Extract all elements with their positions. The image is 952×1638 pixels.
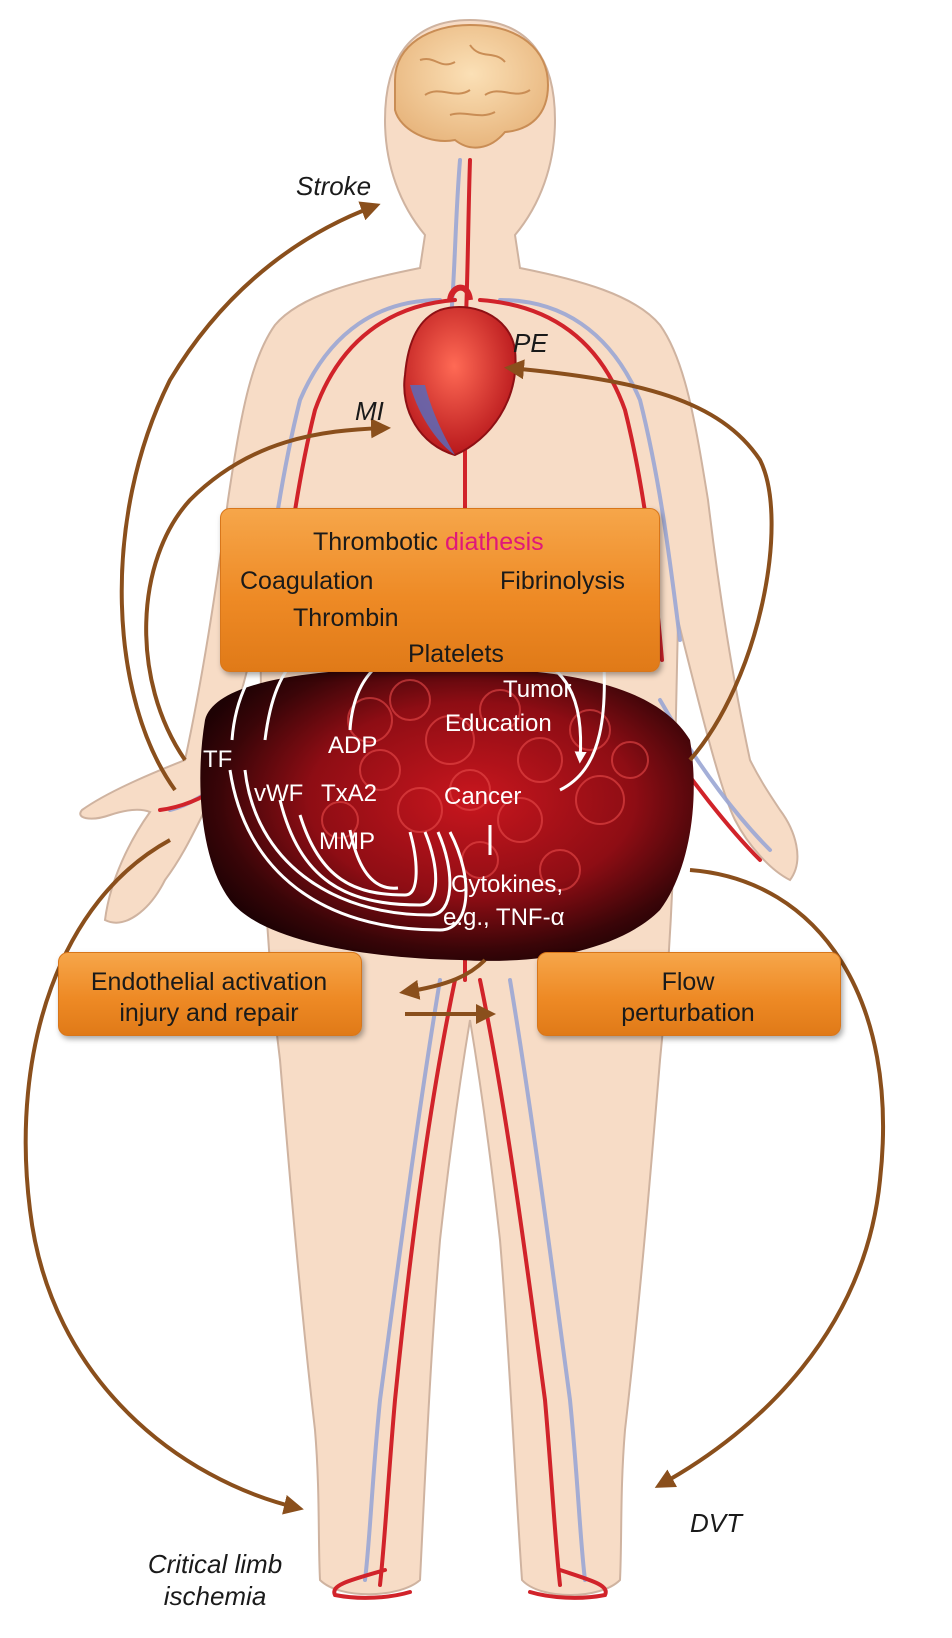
label-txa2: TxA2 — [321, 780, 378, 807]
outcome-dvt: DVT — [690, 1508, 742, 1538]
endothelial-text: Endothelial activation injury and repair — [58, 967, 360, 1029]
label-adp: ADP — [328, 732, 378, 759]
endothelial-line2: injury and repair — [119, 999, 299, 1027]
title-prefix: Thrombotic — [313, 528, 445, 556]
endothelial-line1: Endothelial activation — [90, 968, 328, 996]
mechanism-arrows — [228, 572, 607, 932]
label-fibrinolysis: Fibrinolysis — [500, 567, 626, 595]
flow-line2: perturbation — [621, 999, 755, 1027]
box-title: Thrombotic diathesis — [313, 530, 544, 555]
outcome-pe: PE — [513, 328, 548, 358]
flow-perturbation-box — [537, 952, 841, 1036]
label-thrombin: Thrombin — [293, 604, 399, 632]
label-mmp: MMP — [319, 828, 375, 855]
thrombotic-diathesis-box — [220, 508, 660, 672]
heart-icon — [403, 284, 517, 457]
label-cytokines: Cytokines, — [451, 871, 564, 898]
tumor-mass — [200, 667, 694, 961]
outcome-arrows — [23, 201, 886, 1515]
title-highlight: diathesis — [444, 528, 544, 556]
label-tnf: e.g., TNF-α — [443, 904, 565, 931]
label-education: Education — [445, 710, 552, 737]
endothelial-activation-box — [58, 952, 362, 1036]
label-tumor: Tumor — [503, 676, 572, 703]
outcome-stroke: Stroke — [296, 171, 372, 201]
flow-text: Flow perturbation — [537, 967, 839, 1029]
cli-line2: ischemia — [163, 1581, 267, 1611]
label-cancer: Cancer — [444, 783, 522, 810]
label-coagulation: Coagulation — [240, 567, 374, 595]
label-vwf: vWF — [254, 780, 304, 807]
outcome-mi: MI — [355, 396, 384, 426]
flow-line1: Flow — [661, 968, 715, 996]
brain-icon — [394, 23, 550, 149]
label-platelets: Platelets — [408, 640, 504, 668]
label-tf: TF — [203, 746, 233, 773]
cli-line1: Critical limb — [147, 1549, 283, 1579]
outcome-critical-limb-ischemia: Critical limb ischemia — [135, 1548, 295, 1612]
